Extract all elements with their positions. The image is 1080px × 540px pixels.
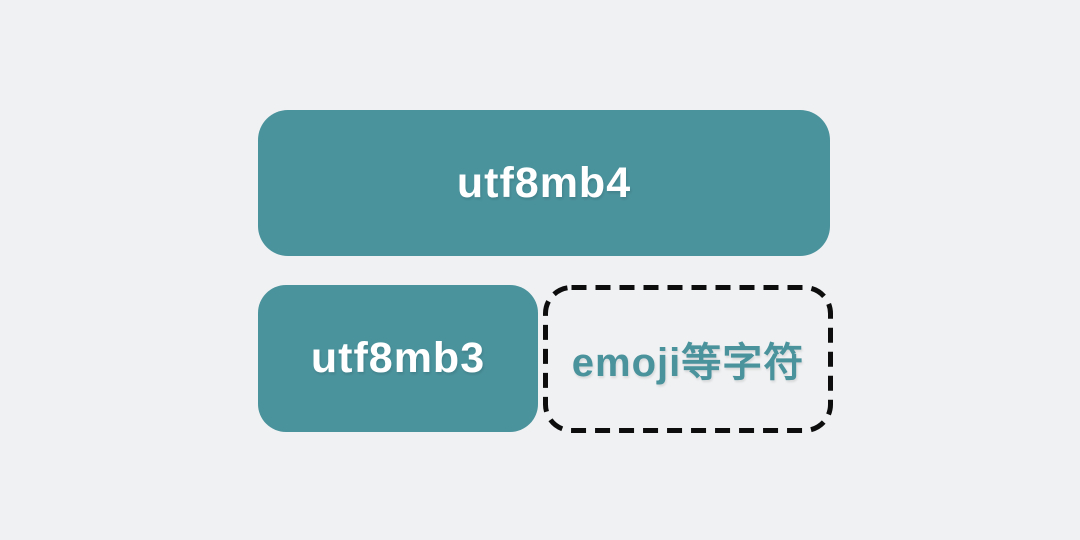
utf8mb4-box: utf8mb4: [258, 110, 830, 256]
emoji-chars-box: emoji等字符: [543, 285, 833, 433]
utf8mb3-label: utf8mb3: [310, 334, 486, 382]
dashed-border: [543, 285, 833, 433]
utf8mb4-label: utf8mb4: [456, 158, 632, 207]
utf8mb3-box: utf8mb3: [258, 285, 538, 432]
emoji-chars-label: emoji等字符: [571, 341, 805, 385]
